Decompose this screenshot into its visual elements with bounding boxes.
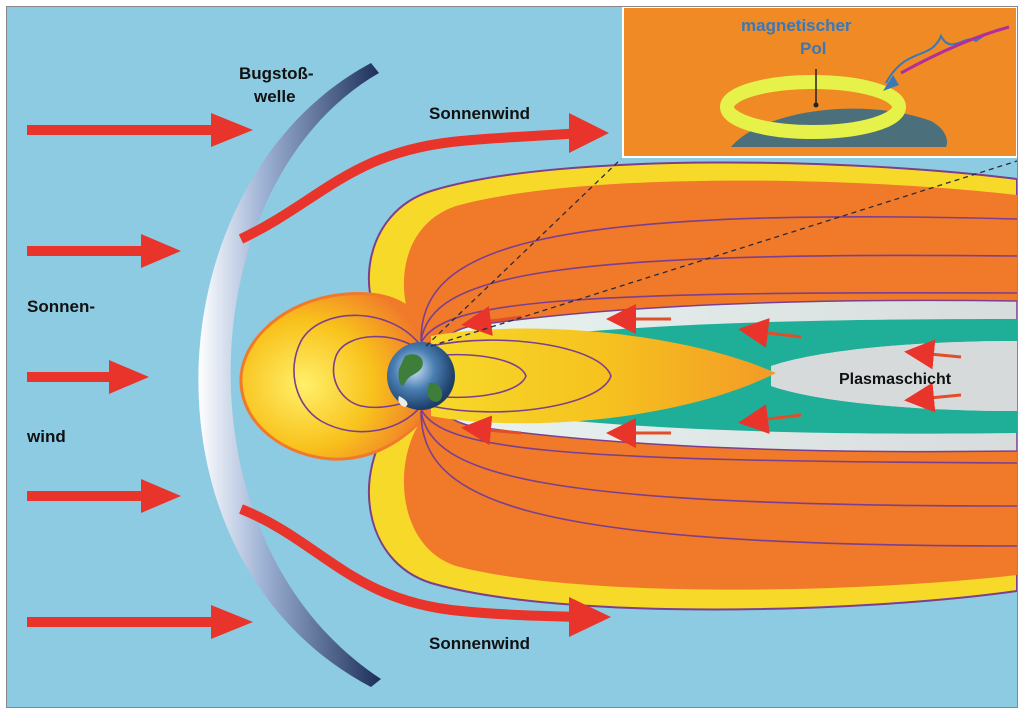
plasma-sheet-core	[771, 341, 1017, 411]
field-line-inset	[900, 25, 1010, 75]
solar-wind-arrow	[27, 113, 253, 147]
tail-flow-arrows	[461, 304, 962, 448]
deflected-arrow-top	[238, 128, 582, 244]
solar-wind-arrow	[27, 234, 181, 268]
deflected-arrow-top-head	[569, 113, 609, 153]
plasma-sheet-label: Plasmaschicht	[839, 371, 952, 388]
bow-shock-label-2: welle	[253, 87, 296, 106]
magnetic-pole-label: magnetischer	[741, 16, 852, 35]
magnetic-pole-label-2: Pol	[800, 39, 826, 58]
inner-tail-lobe	[431, 328, 776, 424]
deflected-arrow-bottom	[239, 504, 582, 622]
inset-magnetic-pole	[622, 7, 1017, 158]
aurora-oval	[720, 75, 906, 139]
solar-wind-left-label: Sonnen-	[27, 297, 95, 316]
solar-wind-top-label: Sonnenwind	[429, 104, 530, 123]
bow-shock-arc	[198, 63, 381, 687]
solar-wind-arrow	[27, 479, 181, 513]
deflected-arrow-bottom-head	[569, 597, 611, 637]
solar-wind-left-label-2: wind	[26, 427, 66, 446]
solar-wind-bottom-label: Sonnenwind	[429, 634, 530, 653]
magnetic-field-lines	[293, 215, 1017, 547]
bow-shock-label: Bugstoß-	[239, 64, 314, 83]
solar-wind-arrow	[27, 360, 149, 394]
earth-globe-icon	[387, 342, 455, 410]
solar-wind-arrow	[27, 605, 253, 639]
solar-wind-arrows	[27, 113, 253, 639]
magnetosphere-diagram: Bugstoß- welle Sonnenwind Sonnenwind Son…	[6, 6, 1018, 708]
dayside-magnetosphere	[239, 292, 423, 461]
inset-leader-lines	[425, 158, 1017, 347]
deflected-solar-wind-arrows	[238, 113, 611, 637]
diagram-canvas: Bugstoß- welle Sonnenwind Sonnenwind Son…	[7, 7, 1017, 707]
